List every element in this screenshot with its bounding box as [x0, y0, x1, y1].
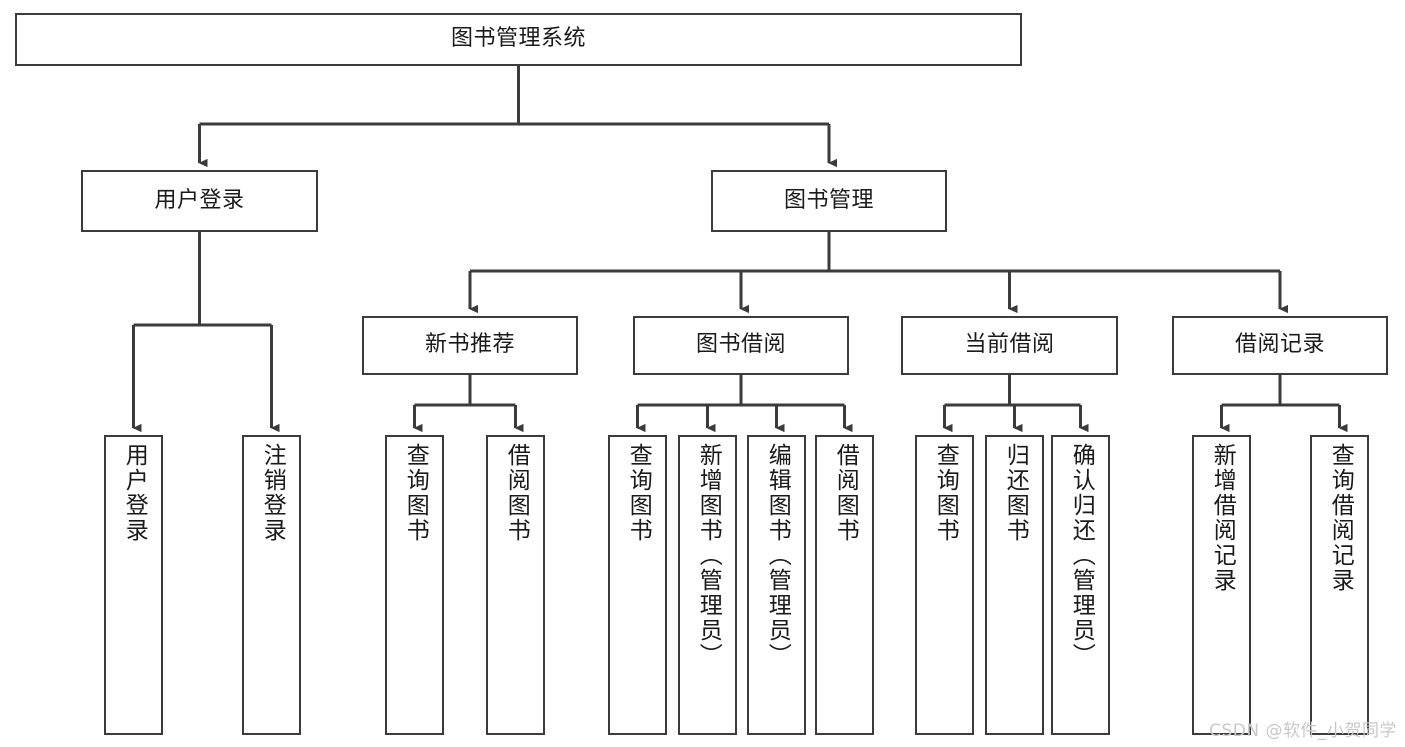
node-leaf-recommend-borrow-book[interactable]: 借阅图书	[486, 435, 545, 735]
edge-group-new-book-rec	[413, 375, 524, 433]
edge-group-user-login	[132, 232, 280, 433]
node-borrow-record[interactable]: 借阅记录	[1172, 316, 1388, 375]
node-leaf-borrow-query-book[interactable]: 查询图书	[608, 435, 667, 735]
node-leaf-record-add-label: 新增借阅记录	[1209, 443, 1236, 593]
node-leaf-record-add[interactable]: 新增借阅记录	[1192, 435, 1251, 735]
node-leaf-borrow-do-borrow-label: 借阅图书	[832, 443, 859, 543]
edge-group-root	[198, 66, 837, 168]
node-leaf-borrow-edit-book-label: 编辑图书（管理员）	[764, 443, 791, 668]
node-leaf-recommend-borrow-book-label: 借阅图书	[503, 443, 530, 543]
node-leaf-user-login[interactable]: 用户登录	[104, 435, 163, 735]
node-leaf-current-query-book-label: 查询图书	[932, 443, 959, 543]
node-borrow-record-label: 借阅记录	[1234, 332, 1325, 358]
edge-group-borrow-record	[1220, 375, 1348, 433]
node-leaf-record-search-label: 查询借阅记录	[1327, 443, 1354, 593]
node-leaf-logout-label: 注销登录	[259, 443, 286, 543]
node-leaf-current-return-book[interactable]: 归还图书	[985, 435, 1044, 735]
node-leaf-current-query-book[interactable]: 查询图书	[915, 435, 974, 735]
node-leaf-user-login-label: 用户登录	[121, 443, 148, 543]
node-leaf-borrow-add-book[interactable]: 新增图书（管理员）	[678, 435, 737, 735]
node-leaf-record-search[interactable]: 查询借阅记录	[1310, 435, 1369, 735]
node-leaf-current-confirm-return-label: 确认归还（管理员）	[1068, 443, 1095, 668]
node-user-login[interactable]: 用户登录	[81, 170, 318, 232]
node-leaf-logout[interactable]: 注销登录	[242, 435, 301, 735]
node-leaf-recommend-query-book[interactable]: 查询图书	[385, 435, 444, 735]
node-book-manage[interactable]: 图书管理	[711, 170, 947, 232]
node-user-login-label: 用户登录	[154, 187, 245, 213]
node-new-book-recommend[interactable]: 新书推荐	[362, 316, 578, 375]
node-leaf-current-return-book-label: 归还图书	[1002, 443, 1029, 543]
node-current-borrow-label: 当前借阅	[964, 332, 1055, 358]
node-leaf-borrow-add-book-label: 新增图书（管理员）	[695, 443, 722, 668]
node-leaf-borrow-edit-book[interactable]: 编辑图书（管理员）	[747, 435, 806, 735]
node-leaf-borrow-query-book-label: 查询图书	[625, 443, 652, 543]
edge-group-book-borrow	[636, 375, 853, 433]
node-root-label: 图书管理系统	[450, 26, 586, 52]
node-leaf-current-confirm-return[interactable]: 确认归还（管理员）	[1051, 435, 1110, 735]
node-new-book-recommend-label: 新书推荐	[424, 332, 515, 358]
node-leaf-borrow-do-borrow[interactable]: 借阅图书	[815, 435, 874, 735]
node-current-borrow[interactable]: 当前借阅	[901, 316, 1118, 375]
node-book-manage-label: 图书管理	[783, 187, 874, 213]
node-book-borrow-label: 图书借阅	[695, 332, 786, 358]
edge-group-current-borrow	[943, 375, 1089, 433]
csdn-watermark: CSDN @软件_小贺同学	[1209, 721, 1397, 741]
edge-group-book-manage	[468, 232, 1288, 314]
node-book-borrow[interactable]: 图书借阅	[633, 316, 849, 375]
node-leaf-recommend-query-book-label: 查询图书	[402, 443, 429, 543]
node-root[interactable]: 图书管理系统	[15, 13, 1022, 66]
